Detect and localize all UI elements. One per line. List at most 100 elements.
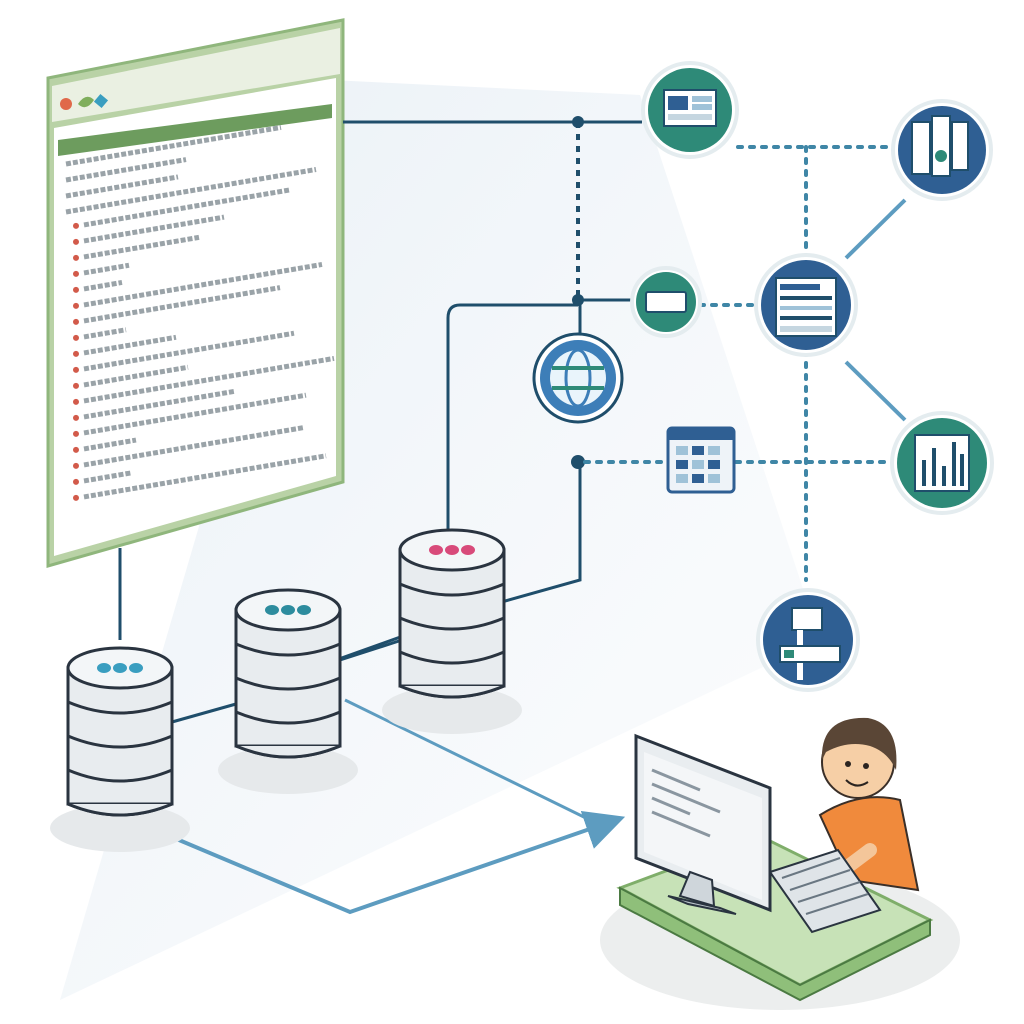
code-line	[65, 124, 282, 167]
report-icon	[775, 277, 837, 337]
code-bullet	[73, 446, 79, 453]
database-ring	[399, 582, 505, 597]
arrows-icon	[265, 605, 311, 615]
data-flow-arrow-upper	[344, 698, 591, 822]
database-bottom	[399, 684, 505, 699]
code-window-titlebar	[52, 28, 340, 122]
code-line	[83, 261, 323, 308]
database-bottom	[67, 802, 173, 817]
code-line	[83, 355, 335, 404]
database-shadow	[218, 746, 358, 794]
database-shadow	[50, 804, 190, 852]
code-bullet	[73, 430, 79, 437]
code-bullet	[73, 478, 79, 485]
hair	[821, 717, 897, 770]
code-line	[83, 470, 133, 484]
code-bullet	[73, 414, 79, 421]
bar-chart-node[interactable]	[890, 411, 994, 515]
desk-edge	[619, 886, 931, 1002]
code-bullet	[73, 302, 79, 309]
workstation	[600, 717, 960, 1010]
code-bullet	[73, 366, 79, 373]
toggle-node[interactable]	[630, 266, 702, 338]
database-ring	[399, 650, 505, 665]
code-lines	[65, 124, 335, 501]
smile	[845, 779, 869, 787]
code-line	[65, 174, 179, 199]
calendar-icon	[666, 426, 736, 494]
code-line	[83, 214, 225, 244]
calendar-node[interactable]	[666, 426, 736, 494]
code-bullet	[73, 238, 79, 245]
leaf-icon	[78, 96, 94, 108]
solid-report-document	[844, 198, 907, 260]
dot-red-icon	[60, 98, 72, 110]
code-bullet	[73, 494, 79, 501]
code-line	[83, 364, 189, 388]
database-ring	[399, 616, 505, 631]
report-node[interactable]	[754, 253, 858, 357]
eye-right	[863, 763, 869, 769]
keyboard-icon	[768, 848, 882, 934]
code-line	[65, 167, 317, 215]
database-2[interactable]	[218, 588, 358, 794]
code-line	[83, 334, 177, 356]
code-bullet	[73, 398, 79, 405]
database-ring	[235, 676, 341, 691]
code-line	[83, 437, 137, 452]
database-ring	[235, 710, 341, 725]
code-line	[83, 279, 123, 292]
toggle-icon	[645, 291, 687, 313]
code-line	[83, 330, 295, 372]
pink-dots-icon	[429, 545, 475, 555]
document-node[interactable]	[891, 99, 993, 201]
flowchart-icon	[779, 607, 841, 680]
flowchart-node[interactable]	[756, 588, 860, 692]
code-bullet	[73, 462, 79, 469]
connector-db1-db2	[171, 702, 237, 724]
code-line	[83, 285, 281, 324]
database-1[interactable]	[50, 646, 190, 852]
junction-dot-1	[572, 116, 584, 128]
code-line	[83, 262, 130, 276]
code-window	[46, 18, 345, 568]
code-bullet	[73, 318, 79, 325]
database-shadow	[382, 686, 522, 734]
solid-report-barchart	[844, 360, 907, 422]
code-line	[83, 388, 235, 420]
code-bullet	[73, 286, 79, 293]
monitor-icon	[634, 733, 772, 915]
database-ring	[235, 642, 341, 657]
code-line	[83, 453, 327, 500]
connectors	[118, 116, 907, 915]
code-bullet	[73, 222, 79, 229]
dashboard-node[interactable]	[641, 61, 739, 159]
globe-node[interactable]	[532, 332, 624, 424]
tag-icon	[93, 93, 109, 109]
code-line	[65, 157, 187, 183]
dashboard-icon	[663, 89, 717, 127]
data-flow-arrow	[159, 810, 626, 915]
document-icon	[911, 115, 969, 177]
service-nodes	[532, 61, 994, 692]
connector-db2-toggle	[335, 303, 578, 662]
databases	[50, 528, 522, 852]
bar-chart-icon	[914, 434, 970, 492]
database-ring	[67, 700, 173, 715]
code-bullet	[73, 254, 79, 261]
code-bullet	[73, 270, 79, 277]
junction-dot-3	[571, 455, 585, 469]
connector-db2-db3	[339, 638, 403, 662]
eye-left	[845, 761, 851, 767]
database-ring	[67, 734, 173, 749]
traffic-icons	[60, 93, 109, 110]
code-bullet	[73, 382, 79, 389]
code-bullet	[73, 334, 79, 341]
code-line	[83, 234, 200, 260]
database-ring	[67, 768, 173, 783]
code-bullet	[73, 350, 79, 357]
database-3[interactable]	[382, 528, 522, 734]
code-line	[83, 392, 307, 436]
globe-icon	[550, 348, 606, 408]
